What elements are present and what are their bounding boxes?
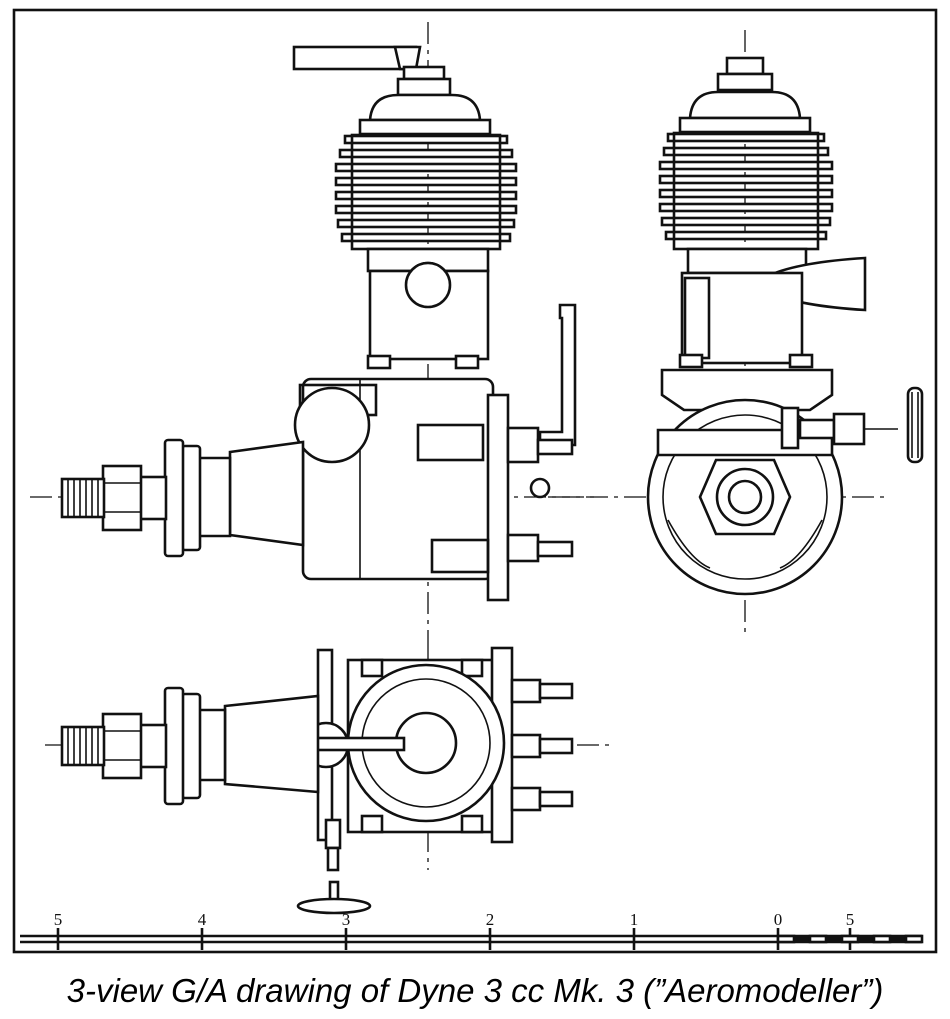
drawing-border [12,8,938,954]
scale-bar: 5 4 3 2 1 0 5 [20,910,924,950]
scale-sub-blocks [776,934,924,944]
figure-caption: 3-view G/A drawing of Dyne 3 cc Mk. 3 (”… [66,972,884,1009]
scale-label: 2 [486,910,495,929]
scale-label: 5 [54,910,63,929]
scale-label: 5 [846,910,855,929]
plan-view [45,640,610,915]
scale-label: 3 [342,910,351,929]
front-view [548,30,924,635]
scale-label: 1 [630,910,639,929]
scale-label: 4 [198,910,207,929]
side-view [30,22,600,640]
cylinder-fins [334,134,518,243]
ga-drawing: 5 4 3 2 1 0 5 [12,8,938,954]
front-cylinder-fins [658,132,834,241]
scale-label: 0 [774,910,783,929]
